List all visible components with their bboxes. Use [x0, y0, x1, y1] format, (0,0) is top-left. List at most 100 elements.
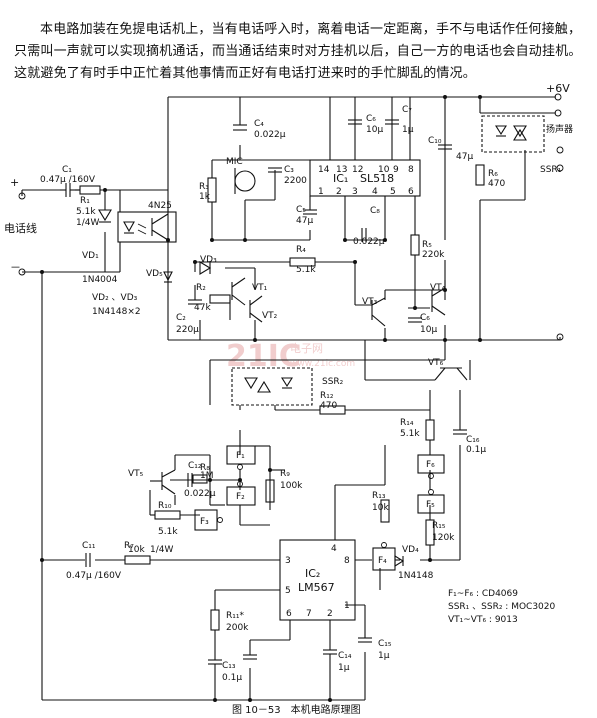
label-r8: R₈ — [200, 463, 210, 473]
f6-body — [417, 454, 445, 474]
label-c15-val: 1μ — [378, 651, 390, 661]
label-c12: C₁₂ — [188, 461, 202, 471]
transistors — [150, 277, 468, 495]
label-supply: +6V — [546, 82, 570, 95]
label-c14: C₁₄ — [338, 651, 352, 661]
ic2-label: IC₂ — [305, 567, 320, 580]
r5-body — [410, 234, 420, 256]
label-r8-val: 1M — [200, 471, 214, 481]
opto-4n25 — [117, 211, 177, 243]
label-r12-val: 470 — [320, 401, 337, 411]
f1-body — [226, 445, 256, 465]
ic1-pin-3: 3 — [352, 187, 358, 197]
ic1-pin-5: 5 — [390, 187, 396, 197]
label-c2-val: 220μ — [176, 325, 199, 335]
ic1-pin-14: 14 — [318, 165, 330, 175]
junctions — [40, 95, 482, 702]
label-c13-val: 0.1μ — [222, 673, 242, 683]
f2-body — [226, 486, 256, 506]
label-vd1: VD₁ — [82, 251, 99, 261]
label-vd5: VD₅ — [146, 269, 163, 279]
label-r2: R₂ — [196, 283, 206, 293]
label-c11-val: 0.47μ /160V — [66, 571, 122, 581]
label-r15: R₁₅ — [432, 521, 446, 531]
label-r14-val: 5.1k — [400, 429, 420, 439]
ic2-pin-1: 1 — [344, 601, 350, 611]
label-c8-val: 0.022μ — [353, 237, 385, 247]
label-vt4: VT₄ — [430, 283, 446, 293]
r7-body — [124, 555, 151, 565]
label-r1-pw: 1/4W — [76, 218, 99, 228]
label-f3: F₃ — [200, 517, 209, 527]
label-vt2: VT₂ — [262, 311, 278, 321]
ic2-pin-7: 7 — [306, 609, 312, 619]
ic2-pin-2: 2 — [327, 609, 333, 619]
label-c7: C₇ — [402, 105, 412, 115]
label-r11-val: 200k — [226, 623, 249, 633]
label-r1-val: 5.1k — [76, 207, 96, 217]
diodes — [98, 209, 405, 567]
ic1-pin-13: 13 — [336, 165, 347, 175]
wiring — [21, 96, 561, 701]
label-r9: R₉ — [280, 469, 290, 479]
label-opto: 4N25 — [148, 201, 172, 211]
label-c6: C₆ — [366, 114, 376, 124]
label-vt1: VT₁ — [252, 283, 268, 293]
ic2-pin-6: 6 — [286, 609, 292, 619]
ic1-pin-1: 1 — [318, 187, 324, 197]
label-c6b: C₆ — [420, 313, 430, 323]
label-c6-val: 10μ — [366, 125, 383, 135]
inverters — [194, 445, 445, 571]
r11-body — [210, 609, 220, 631]
label-f4: F₄ — [378, 556, 387, 566]
label-vt6: VT₆ — [428, 358, 444, 368]
terminals — [18, 93, 564, 341]
label-r15-val: 120k — [432, 533, 455, 543]
legend-line-1: F₁~F₆ : CD4069 — [448, 589, 518, 599]
capacitors — [60, 119, 467, 675]
r8-body — [192, 474, 208, 484]
label-c3-val: 2200 — [284, 176, 307, 186]
label-vd-types: VD₂ 、VD₃ — [92, 293, 138, 303]
vd1-body — [98, 209, 112, 222]
ic1-pin-4: 4 — [372, 187, 378, 197]
label-vd-type-val: 1N4148×2 — [92, 307, 141, 317]
label-c8: C₈ — [370, 206, 380, 216]
r2-body — [209, 294, 231, 304]
labels: + － 电话线 +6V 扬声器 C₁ 0.47μ /160V R₁ 5.1k 1… — [4, 82, 573, 683]
label-r6: R₆ — [488, 169, 498, 179]
ic1-sl518: 14 13 12 10 9 8 IC₁ SL518 1 2 3 4 5 6 — [309, 159, 421, 197]
f3-body — [194, 509, 218, 531]
vd5-body — [163, 271, 173, 282]
ic1-label: IC₁ — [333, 172, 348, 185]
label-c2: C₂ — [176, 313, 186, 323]
ic1-pin-10: 10 — [378, 165, 390, 175]
r1-body — [79, 185, 101, 195]
label-c16: C₁₆ — [466, 435, 480, 445]
ic2-pin-8: 8 — [344, 556, 350, 566]
label-r3: R₃ — [199, 182, 209, 192]
label-vd4: VD₄ — [402, 545, 419, 555]
r4-body — [289, 257, 316, 267]
label-minus: － — [10, 261, 21, 274]
label-c16-val: 0.1μ — [466, 445, 486, 455]
label-r13-val: 10k — [372, 503, 389, 513]
ssr2 — [231, 367, 313, 406]
label-c14-val: 1μ — [338, 663, 350, 673]
label-vd4-type: 1N4148 — [398, 571, 434, 581]
label-vd1-type: 1N4004 — [82, 275, 118, 285]
label-r9-val: 100k — [280, 481, 303, 491]
label-vt3: VT₃ — [362, 297, 378, 307]
ic1-pin-6: 6 — [408, 187, 414, 197]
label-r2-val: 47k — [194, 303, 211, 313]
label-c12-val: 0.022μ — [184, 489, 216, 499]
label-r12: R₁₂ — [320, 391, 334, 401]
ic1-pin-8: 8 — [408, 165, 414, 175]
label-r7: R₇ — [124, 541, 134, 551]
label-c5: C₅ — [296, 205, 306, 215]
ic1-pin-12: 12 — [352, 165, 363, 175]
watermark: 21IC 电子网 www.21ic.com — [226, 339, 355, 374]
label-c1: C₁ — [62, 165, 72, 175]
label-c4-val: 0.022μ — [254, 130, 286, 140]
